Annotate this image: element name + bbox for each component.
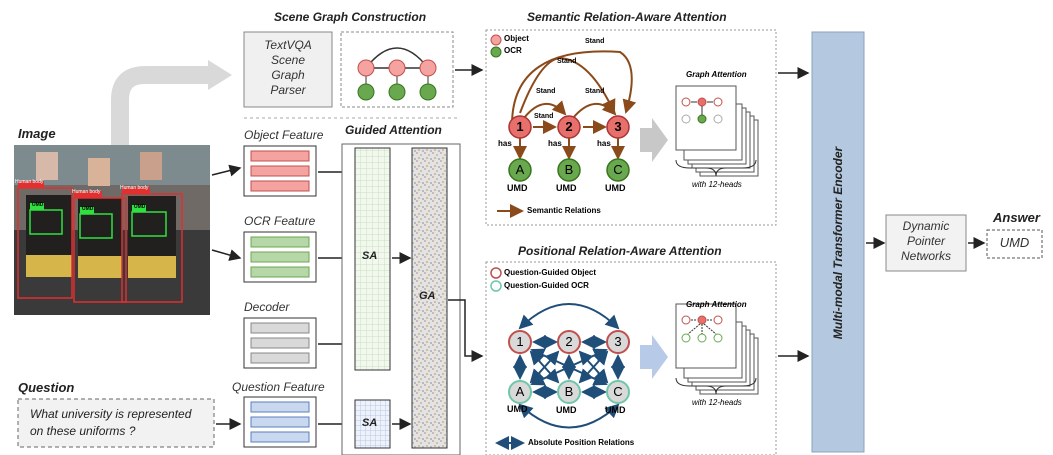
object-feature-block [243,145,317,197]
semantic-node-1 [508,115,532,139]
question-feature-label: Question Feature [232,380,325,394]
positional-node-1 [508,330,532,354]
ocr-feature-block [243,231,317,283]
positional-node-3 [606,330,630,354]
legend-ocr: OCR [504,46,522,55]
sa-label-upper: SA [362,250,378,262]
question-box [17,398,215,448]
positional-node-a-label: A [515,384,525,399]
scene-node-ocr [419,83,437,101]
positional-node-1-label: 1 [516,334,524,349]
image-title: Image [18,126,56,141]
sa-block-upper [354,147,391,371]
positional-node-2 [557,330,581,354]
semantic-relations-legend: Semantic Relations [527,206,601,215]
semantic-node-1-label: 1 [516,119,524,134]
detection-label-ocr: UMD [82,206,94,212]
semantic-node-a-label: A [515,162,525,177]
multimodal-transformer-encoder [811,31,865,453]
detection-label-object: Human body [15,179,44,185]
dynamic-pointer-networks-box [885,214,967,272]
semantic-node-2 [557,115,581,139]
semantic-node-2-label: 2 [565,119,573,134]
detection-label-object: Human body [72,189,101,195]
detection-label-object: Human body [120,185,149,191]
detection-label-ocr: UMD [134,204,146,210]
ga-block [411,147,448,449]
semantic-node-b [557,158,581,182]
semantic-node-3-label: 3 [614,119,622,134]
semantic-graph-attention-stack [675,85,759,177]
answer-value: UMD [999,235,1030,250]
position-relations-legend: Absolute Position Relations [528,438,635,447]
edge-label-has: has [498,139,512,148]
positional-node-a [508,380,532,404]
graph-attention-title: Graph Attention [686,300,747,309]
semantic-node-a [508,158,532,182]
question-feature-block [243,396,317,448]
input-image [14,145,210,315]
umd-label: UMD [556,183,577,193]
decoder-block [243,317,317,369]
sa-block-lower [354,399,391,449]
heads-label: with 12-heads [692,398,742,407]
positional-node-b-label: B [564,384,574,399]
semantic-node-c-label: C [613,162,623,177]
guided-attention-title: Guided Attention [345,123,442,137]
scene-node-object [357,59,375,77]
scene-node-ocr [357,83,375,101]
edge-label-has: has [548,139,562,148]
semantic-title: Semantic Relation-Aware Attention [527,10,727,24]
positional-node-c-label: C [613,384,623,399]
positional-node-3-label: 3 [614,334,622,349]
edge-label-stand: Stand [585,88,605,95]
umd-label: UMD [556,405,577,415]
positional-graph-attention-stack [675,303,759,395]
scene-node-ocr [388,83,406,101]
scene-graph-title: Scene Graph Construction [274,10,427,24]
edge-label-stand: Stand [557,58,577,65]
decoder-label: Decoder [244,300,290,314]
positional-title: Positional Relation-Aware Attention [518,244,722,258]
positional-node-b [557,380,581,404]
answer-title: Answer [993,210,1040,225]
question-title: Question [18,380,75,395]
sa-label-lower: SA [362,417,378,429]
umd-label: UMD [605,405,626,415]
ocr-feature-label: OCR Feature [244,214,316,228]
legend-guided-object: Question-Guided Object [504,268,597,277]
edge-label-has: has [597,139,611,148]
edge-label-stand: Stand [536,88,556,95]
legend-object: Object [504,34,529,43]
scene-node-object [388,59,406,77]
semantic-node-b-label: B [564,162,574,177]
legend-guided-ocr: Question-Guided OCR [504,281,589,290]
image-to-parser-arrow [111,66,210,150]
umd-label: UMD [507,183,528,193]
scene-node-object [419,59,437,77]
scene-graph-parser-box [243,31,333,108]
positional-node-2-label: 2 [565,334,573,349]
semantic-node-3 [606,115,630,139]
graph-attention-title: Graph Attention [686,70,747,79]
edge-label-stand: Stand [585,38,605,45]
edge-label-stand: Stand [534,113,554,120]
umd-label: UMD [507,404,528,414]
detection-label-ocr: UMD [32,202,44,208]
umd-label: UMD [605,183,626,193]
object-feature-label: Object Feature [244,128,324,142]
positional-node-c [606,380,630,404]
ga-label: GA [419,290,436,302]
encoder-label: Multi-modal Transformer Encoder [831,146,845,340]
heads-label: with 12-heads [692,180,742,189]
semantic-node-c [606,158,630,182]
answer-box [986,229,1043,259]
